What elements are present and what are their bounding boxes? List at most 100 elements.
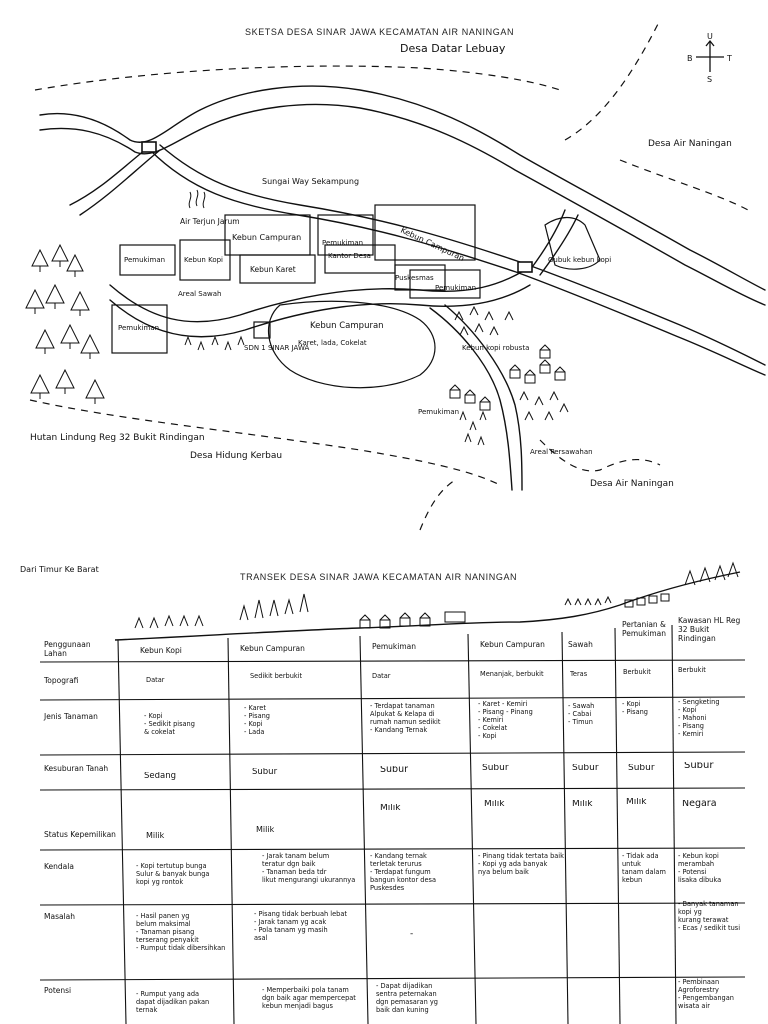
cell-potential-settlement: - Dapat dijadikan sentra peternakan dgn … [376,982,438,1014]
parcel-coffee-shelter [544,216,601,270]
cell-plants-mixed-2: - Karet - Kemiri - Pisang - Pinang - Kem… [478,700,533,740]
boundary-northeast [564,19,661,141]
compass-east: T [726,54,732,63]
col-header-agri-settlement: Pertanian & Pemukiman [622,620,667,638]
cell-ownership-forest: Negara [682,800,717,808]
label-mixed-garden-3-crops: Karet, lada, Cokelat [298,339,367,347]
river-bank-north [39,85,766,291]
boundary-south-2 [419,479,456,531]
cell-ownership-mixed-1: Milik [256,826,275,834]
parcel-settlement-3 [409,269,481,299]
cell-potential-coffee: - Rumput yang ada dapat dijadikan pakan … [136,990,210,1014]
cell-ownership-agri: Milik [626,798,647,806]
label-settlement-5: Pemukiman [418,408,459,416]
houses [449,344,566,411]
col-header-mixed-2: Kebun Campuran [480,640,545,649]
bridge-east [517,261,533,273]
label-forest: Hutan Lindung Reg 32 Bukit Rindingan [30,433,205,443]
cell-topography-mixed-2: Menanjak, berbukit [480,670,544,678]
cell-fertility-mixed-2: Subur [482,764,509,772]
cell-problems-forest: - Banyak tanaman kopi yg kurang terawat … [678,900,741,932]
label-mixed-garden-3: Kebun Campuran [310,321,384,331]
label-river: Sungai Way Sekampung [262,177,359,186]
parcel-office-area [324,244,396,274]
boundary-east [619,159,749,211]
cell-potential-mixed-1: - Memperbaiki pola tanam dgn baik agar m… [262,986,356,1010]
col-header-forest: Kawasan HL Reg 32 Bukit Rindingan [678,616,741,643]
boundary-southeast [539,439,661,472]
row-label-fertility: Kesuburan Tanah [44,764,109,773]
cell-fertility-mixed-1: Subur [252,768,278,776]
parcel-mixed-2 [374,204,476,261]
parcel-settlement-2 [317,214,374,256]
cell-fertility-settlement: Subur [380,766,409,774]
col-header-mixed-1: Kebun Campuran [240,644,305,653]
coffee-plants [184,305,569,446]
parcel-mixed-3 [267,300,436,389]
cell-ownership-mixed-2: Milik [484,800,505,808]
label-settlement-2: Pemukiman [322,239,363,247]
cell-plants-coffee: - Kopi - Sedikit pisang & cokelat [144,712,195,736]
label-mixed-garden-2: Kebun Campuran [399,226,466,263]
transect-title: TRANSEK DESA SINAR JAWA KECAMATAN AIR NA… [240,572,518,582]
label-north-village: Desa Datar Lebuay [400,42,506,55]
cell-problems-mixed-1: - Pisang tidak berbuah lebat - Jarak tan… [254,910,347,942]
cell-plants-forest: - Sengketing - Kopi - Mahoni - Pisang - … [678,698,720,738]
cell-problems-settlement: - [410,930,414,938]
parcel-settlement-1 [119,244,176,276]
cell-ownership-settlement: Milik [380,804,401,812]
cell-topography-forest: Berbukit [678,666,706,674]
parcel-settlement-4 [111,304,168,354]
label-rubber-garden: Kebun Karet [250,265,296,274]
sketch-title: SKETSA DESA SINAR JAWA KECAMATAN AIR NAN… [245,27,515,37]
row-label-potential: Potensi [44,986,72,995]
transect-plants [134,561,739,629]
row-label-problems: Masalah [44,912,76,921]
label-village-office: Kantor Desa [328,252,371,260]
cell-topography-agri: Berbukit [623,668,651,676]
cell-plants-mixed-1: - Karet - Pisang - Kopi - Lada [244,704,270,736]
parcel-rubber [239,254,316,284]
cell-constraints-agri: - Tidak ada untuk tanam dalam kebun [622,852,666,884]
label-coffee-robusta: Kebun kopi robusta [462,344,529,352]
forest-trees [25,243,105,404]
cell-constraints-coffee: - Kopi tertutup bunga Sulur & banyak bun… [136,862,210,886]
school-building [253,321,271,339]
row-label-topography: Topografi [44,676,79,685]
cell-plants-settlement: - Terdapat tanaman Alpukat & Kelapa di r… [370,702,441,734]
label-settlement-1: Pemukiman [124,256,165,264]
bridge-west [141,141,157,153]
label-rice-field: Areal Sawah [178,290,221,298]
col-header-land-use: Penggunaan Lahan [44,640,91,658]
compass-rose [696,39,724,72]
cell-plants-rice: - Sawah - Cabai - Timun [568,702,595,726]
row-label-constraints: Kendala [44,862,74,871]
label-rice-area: Areal Persawahan [530,448,593,456]
cell-topography-mixed-1: Sedikit berbukit [250,672,303,680]
label-waterfall: Air Terjun Jarum [180,217,240,226]
main-road-north [159,144,766,366]
parcel-clinic-area [394,264,446,291]
col-header-rice: Sawah [568,640,593,649]
cell-topography-rice: Teras [570,670,588,678]
boundary-north [34,65,561,91]
label-settlement-4: Pemukiman [118,324,159,332]
transect-profile-line [114,571,741,641]
cell-fertility-agri: Subur [628,764,655,772]
cell-problems-coffee: - Hasil panen yg belum maksimal - Tanama… [136,912,226,952]
cell-constraints-mixed-1: - Jarak tanam belum teratur dgn baik - T… [262,852,356,884]
row-label-ownership: Status Kepemilikan [44,830,116,839]
row-label-plants: Jenis Tanaman [44,712,98,721]
cell-ownership-rice: Milik [572,800,593,808]
cell-topography-coffee: Datar [146,676,165,684]
cell-constraints-settlement: - Kandang ternak terletak terurus - Terd… [370,852,436,892]
transect-table-grid [39,624,746,1024]
river-bank-south [39,103,766,306]
cell-plants-agri: - Kopi - Pisang [622,700,648,716]
label-southeast-village: Desa Air Naningan [590,479,674,489]
label-south-village: Desa Hidung Kerbau [190,451,282,461]
col-header-settlement: Pemukiman [372,642,417,651]
compass-north: U [707,32,713,41]
